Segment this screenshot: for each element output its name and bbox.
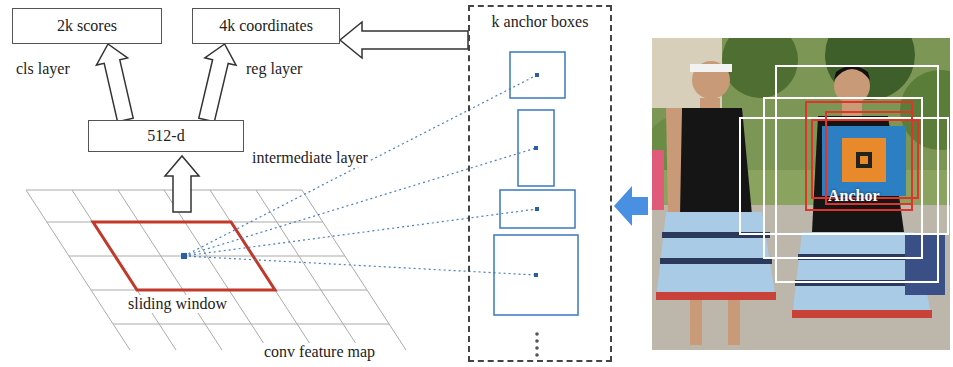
projection-line (184, 75, 537, 256)
hair (834, 66, 870, 80)
tree (722, 38, 798, 98)
anchor-box (518, 110, 554, 186)
anchor-box (510, 52, 565, 98)
arm (666, 108, 682, 215)
layer-box: 512-d (88, 120, 244, 152)
grid-line (164, 190, 268, 350)
dot (535, 346, 539, 350)
skirt-hem (792, 310, 932, 318)
grid-line (256, 190, 360, 350)
tree (900, 70, 950, 150)
anchor-shapes (494, 52, 578, 315)
projection-lines (184, 75, 537, 275)
output-box: 4k coordinates (192, 8, 340, 44)
anchor-dot (534, 146, 538, 150)
feature-map-grid (26, 190, 406, 350)
hollow-arrow (165, 156, 199, 212)
hollow-arrow-connector (340, 22, 468, 58)
anchor-rect-white (740, 118, 948, 234)
photo (652, 38, 950, 350)
embroidery-core (860, 156, 868, 164)
ellipsis-dots (535, 332, 539, 357)
node-text: 4k coordinates (219, 17, 313, 35)
grid-line (302, 190, 406, 350)
anchor-box (500, 190, 575, 228)
blue-arrow (614, 186, 648, 226)
dot (535, 339, 539, 343)
node-text: k anchor boxes (492, 13, 589, 31)
map-caption: conv feature map (262, 343, 377, 361)
hollow-arrow-connector (199, 44, 236, 122)
skirt-stripe (660, 258, 772, 264)
grid-line (113, 324, 389, 325)
layer-label: cls layer (14, 60, 72, 78)
anchor-rect-red (806, 102, 912, 210)
window-center-dot (181, 253, 187, 259)
leg (728, 300, 740, 345)
photo-background (652, 38, 950, 350)
embroidery-inner (842, 138, 886, 182)
anchor-dot (535, 73, 539, 77)
anchor-centers (534, 73, 539, 277)
node-text: 512-d (147, 127, 184, 145)
anchor-panel: k anchor boxes (468, 5, 612, 362)
skirt-hem (656, 292, 776, 300)
flowers (652, 150, 664, 210)
grid-line (69, 256, 345, 257)
node-text: 2k scores (57, 17, 117, 35)
anchor-dot (535, 207, 539, 211)
projection-line (184, 209, 537, 256)
pavement (652, 205, 950, 350)
grid-line (26, 190, 130, 350)
output-box: 2k scores (12, 8, 162, 44)
layer-caption: intermediate layer (250, 149, 370, 167)
leg (690, 300, 702, 345)
embroidery-square (822, 126, 906, 196)
anchor-caption: Anchor (826, 187, 882, 205)
headband (690, 64, 732, 72)
anchor-box (494, 235, 578, 315)
projection-line (184, 256, 536, 275)
embroidery-center (856, 152, 872, 168)
photo-anchor-boxes-red (806, 102, 918, 210)
sliding-window-frame (93, 222, 275, 290)
window-caption: sliding window (126, 295, 229, 313)
grid-line (26, 190, 302, 191)
hollow-arrow-connector (96, 44, 133, 122)
layer-label: reg layer (244, 60, 304, 78)
projection-line (184, 148, 536, 256)
dot (535, 332, 539, 336)
anchor-rect-red (812, 120, 918, 198)
dot (535, 353, 539, 357)
photo-anchor-boxes (740, 66, 948, 282)
grid-line (118, 190, 222, 350)
anchor-dot (534, 273, 538, 277)
blue-skirt (656, 212, 776, 300)
